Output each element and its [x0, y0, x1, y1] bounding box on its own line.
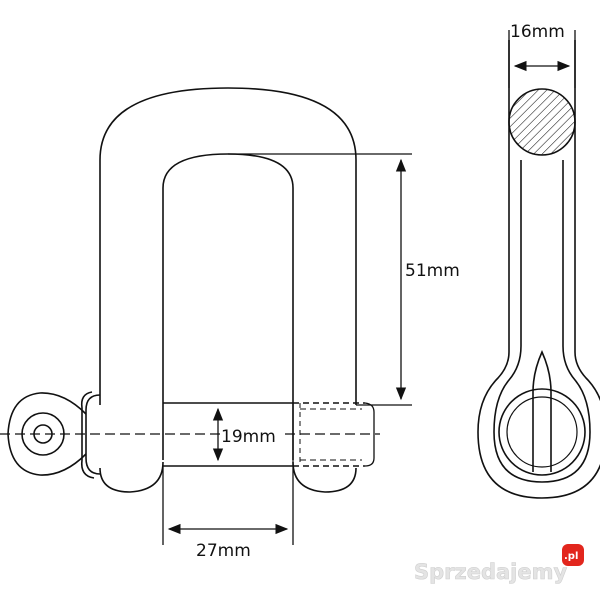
side-view [477, 40, 600, 499]
watermark: Sprzedajemy .pl [414, 544, 584, 584]
left-boss [85, 394, 101, 475]
label-inner-height: 51mm [405, 261, 460, 281]
rod-cross-section [508, 88, 576, 156]
right-leg-bottom [292, 461, 357, 493]
shackle-outer-outline [99, 87, 357, 405]
dimension-inner-height [228, 153, 412, 406]
label-rod-diameter: 16mm [510, 22, 565, 42]
watermark-text: Sprzedajemy [414, 560, 568, 584]
watermark-badge-text: .pl [564, 551, 578, 562]
pin-eye-ring [21, 412, 65, 456]
label-inner-width: 27mm [196, 541, 251, 561]
side-pin-ring [498, 388, 586, 476]
dimension-inner-width [162, 466, 294, 545]
pin-slot [532, 392, 552, 472]
watermark-badge [562, 544, 584, 566]
side-outer-outline [477, 40, 600, 499]
dimension-rod-diameter [508, 30, 576, 88]
left-leg-bottom [99, 461, 164, 493]
shackle-inner-outline [162, 153, 294, 460]
side-inner-outline [493, 160, 591, 483]
front-view [0, 87, 380, 493]
label-pin-diameter: 19mm [221, 427, 276, 447]
